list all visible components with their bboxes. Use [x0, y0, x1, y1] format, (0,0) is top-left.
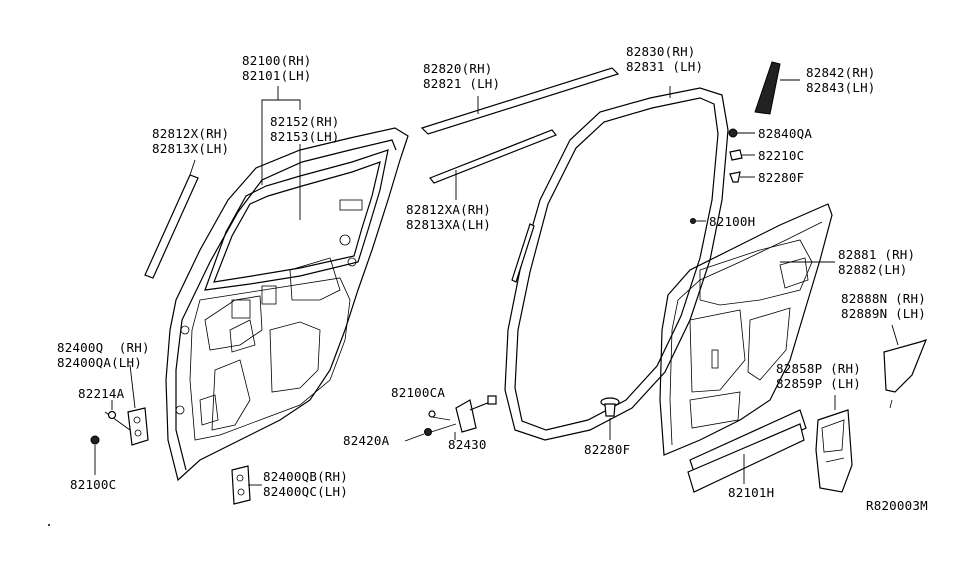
label-82881: 82881 (RH): [838, 247, 916, 262]
label-82280f-bottom: 82280F: [584, 442, 631, 457]
label-82430: 82430: [448, 437, 487, 452]
door-shell-drawing: [165, 127, 409, 482]
corner-dot: [48, 524, 50, 526]
label-82100ca: 82100CA: [391, 385, 446, 400]
label-82858p: 82858P (RH): [776, 361, 861, 376]
label-82210c: 82210C: [758, 148, 805, 163]
label-82400qa: 82400QA(LH): [57, 355, 142, 370]
label-82830: 82830(RH): [626, 44, 696, 59]
reference-code: R820003M: [866, 498, 928, 513]
label-82214a: 82214A: [78, 386, 125, 401]
label-82400qb: 82400QB(RH): [263, 469, 348, 484]
label-82813x: 82813X(LH): [152, 141, 230, 156]
label-82153: 82153(LH): [270, 129, 340, 144]
label-82843: 82843(LH): [806, 80, 876, 95]
check-link-82430-drawing: [454, 395, 497, 440]
nut-82100c-drawing: [90, 435, 100, 475]
label-82152: 82152(RH): [270, 114, 340, 129]
hinge-82400q-drawing: [104, 407, 149, 446]
bracket-82858p-drawing: [815, 395, 853, 493]
bolt-82420a-drawing: [404, 423, 457, 442]
label-82280f-top: 82280F: [758, 170, 805, 185]
label-82889n: 82889N (LH): [841, 306, 926, 321]
hinge-82400qb-drawing: [231, 465, 251, 505]
cover-82888n-drawing: [883, 324, 928, 409]
label-82842: 82842(RH): [806, 65, 876, 80]
leader-82100: [261, 86, 279, 185]
leader-82812x: [189, 159, 196, 176]
garnish-82842-drawing: [754, 61, 800, 115]
clip-82100h-drawing: [690, 218, 706, 224]
strip-82101h-drawing: [687, 409, 807, 493]
outer-molding-82820: [420, 67, 620, 135]
label-82400q: 82400Q (RH): [57, 340, 150, 355]
label-82882: 82882(LH): [838, 262, 908, 277]
clip-82280f-bottom-drawing: [600, 397, 620, 440]
label-82840qa: 82840QA: [758, 126, 813, 141]
bolt-82100ca-drawing: [428, 410, 451, 421]
label-82812xa: 82812XA(RH): [406, 202, 491, 217]
door-trim-panel-82881-drawing: [659, 203, 835, 456]
label-82101: 82101(LH): [242, 68, 312, 83]
label-82100h: 82100H: [709, 214, 756, 229]
leader-82100b: [278, 99, 301, 110]
belt-molding-82812x: [144, 174, 199, 279]
label-82400qc: 82400QC(LH): [263, 484, 348, 499]
label-82888n: 82888N (RH): [841, 291, 926, 306]
label-82420a: 82420A: [343, 433, 390, 448]
clip-82840qa-drawing: [728, 128, 755, 138]
leader-82400q: [129, 364, 136, 409]
label-82100: 82100(RH): [242, 53, 312, 68]
bolt-82214a-drawing: [107, 410, 117, 420]
label-82812x: 82812X(RH): [152, 126, 230, 141]
label-82859p: 82859P (LH): [776, 376, 861, 391]
label-82813xa: 82813XA(LH): [406, 217, 491, 232]
clip-82280f-top-drawing: [729, 171, 755, 183]
label-82101h: 82101H: [728, 485, 775, 500]
clip-82210c-drawing: [729, 149, 755, 161]
label-82100c: 82100C: [70, 477, 117, 492]
inner-molding-82812xa: [429, 129, 557, 184]
label-82820: 82820(RH): [423, 61, 493, 76]
label-82831: 82831 (LH): [626, 59, 704, 74]
label-82821: 82821 (LH): [423, 76, 501, 91]
